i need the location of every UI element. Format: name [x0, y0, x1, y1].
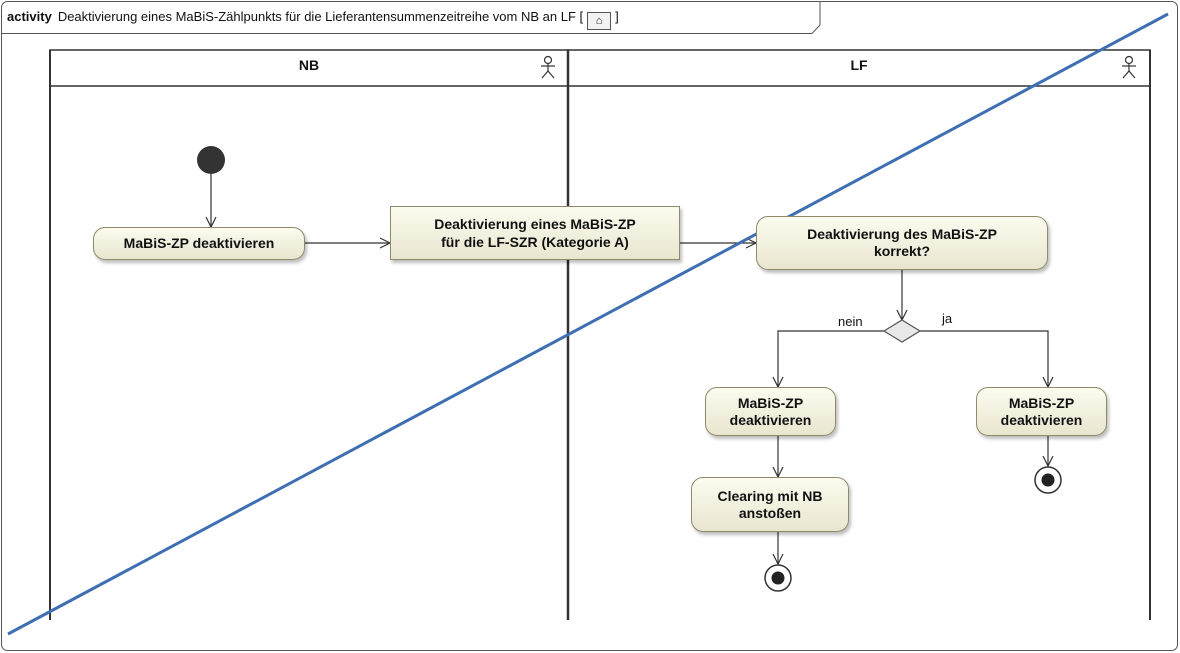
action-lf-deaktivieren-yes: MaBiS-ZP deaktivieren [976, 387, 1107, 436]
actor-icon [1122, 55, 1136, 79]
actor-icon [541, 55, 555, 79]
action-check-korrekt: Deaktivierung des MaBiS-ZP korrekt? [756, 216, 1048, 270]
final-node [764, 564, 792, 592]
action-lf-deaktivieren-no: MaBiS-ZP deaktivieren [705, 387, 836, 436]
edge-decision-no [778, 330, 884, 387]
action-clearing: Clearing mit NB anstoßen [691, 477, 849, 532]
frame-title-text: Deaktivierung eines MaBiS-Zählpunkts für… [57, 9, 584, 24]
object-node-deaktivierung: Deaktivierung eines MaBiS-ZP für die LF-… [390, 206, 680, 260]
frame-keyword: activity [7, 9, 52, 24]
initial-node [197, 146, 225, 174]
lane-title-nb: NB [298, 57, 320, 73]
lane-title-lf: LF [850, 57, 868, 73]
final-node [1034, 466, 1062, 494]
frame-title-tab [1, 1, 821, 34]
lane-header-lf [567, 49, 1151, 87]
frame-title: activity Deaktivierung eines MaBiS-Zählpu… [7, 9, 619, 30]
activity-diagram-icon: ⌂ [587, 12, 612, 30]
action-nb-deaktivieren: MaBiS-ZP deaktivieren [93, 227, 305, 260]
guard-ja: ja [942, 311, 953, 326]
edge-decision-yes [920, 330, 1048, 387]
diagonal-strike-line [7, 12, 1169, 636]
guard-nein: nein [838, 314, 863, 329]
decision-node [882, 319, 922, 343]
frame-title-end: ] [615, 9, 619, 24]
